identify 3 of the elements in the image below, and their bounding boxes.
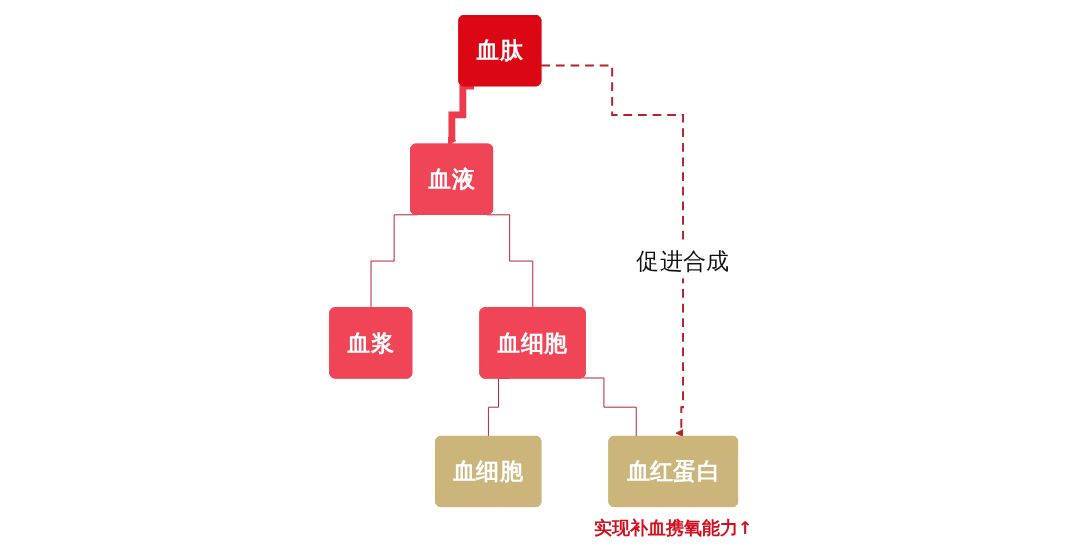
arrow — [540, 64, 684, 438]
node-caption: 实现补血携氧能力↑ — [593, 517, 753, 538]
edge-label: 促进合成 — [636, 247, 730, 275]
